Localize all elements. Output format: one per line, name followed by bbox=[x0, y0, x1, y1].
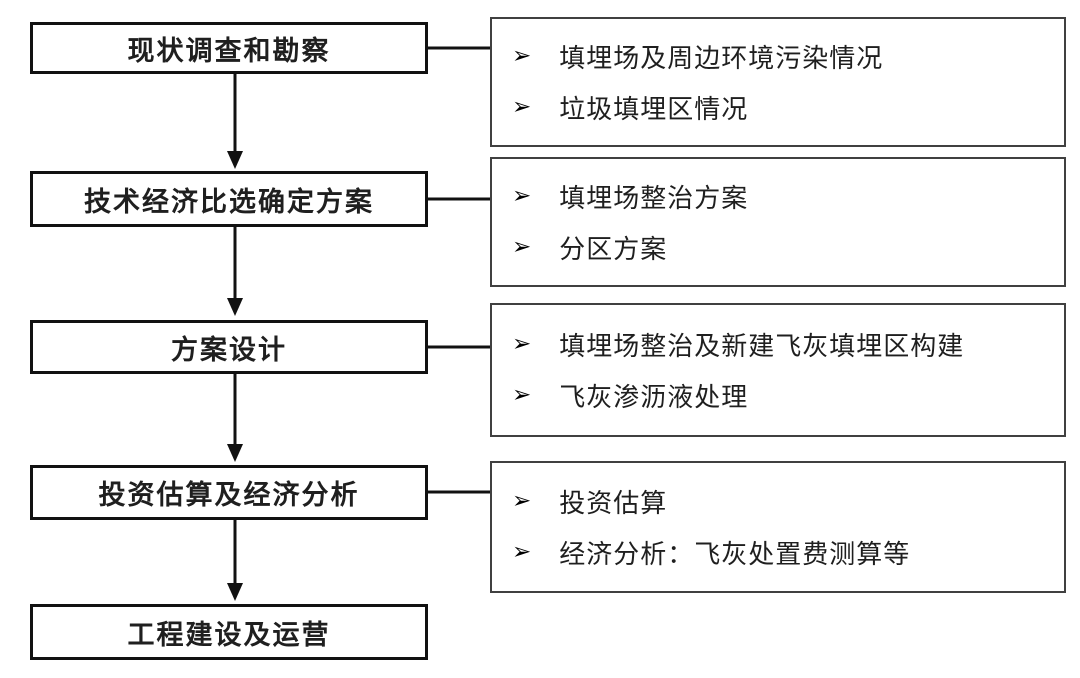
list-item: ➢ 填埋场及周边环境污染情况 bbox=[512, 38, 1054, 75]
bullet-arrow-icon: ➢ bbox=[512, 488, 532, 514]
flow-step-construction-operation: 工程建设及运营 bbox=[30, 604, 428, 660]
flow-step-survey: 现状调查和勘察 bbox=[30, 22, 428, 74]
bullet-arrow-icon: ➢ bbox=[512, 382, 532, 409]
list-item: ➢ 投资估算 bbox=[512, 483, 1054, 520]
detail-label: 填埋场整治方案 bbox=[559, 184, 749, 214]
bullet-arrow-icon: ➢ bbox=[512, 43, 532, 70]
detail-box-scheme-selection: ➢ 填埋场整治方案 ➢ 分区方案 bbox=[490, 157, 1066, 287]
list-item: ➢ 填埋场整治及新建飞灰填埋区构建 bbox=[512, 326, 1054, 363]
list-item: ➢ 垃圾填埋区情况 bbox=[512, 89, 1054, 126]
detail-label: 分区方案 bbox=[559, 234, 668, 264]
detail-label: 投资估算 bbox=[559, 489, 668, 518]
list-item: ➢ 经济分析：飞灰处置费测算等 bbox=[512, 534, 1054, 571]
flow-step-scheme-design: 方案设计 bbox=[30, 320, 428, 374]
flow-step-tech-economic-comparison: 技术经济比选确定方案 bbox=[30, 171, 428, 227]
list-item: ➢ 分区方案 bbox=[512, 229, 1054, 266]
flow-arrows bbox=[227, 74, 243, 601]
detail-label: 垃圾填埋区情况 bbox=[559, 94, 749, 124]
step-label: 方案设计 bbox=[171, 334, 287, 365]
step-label: 投资估算及经济分析 bbox=[98, 480, 360, 510]
bullet-arrow-icon: ➢ bbox=[512, 233, 532, 260]
detail-label: 经济分析：飞灰处置费测算等 bbox=[559, 540, 911, 569]
step-label: 技术经济比选确定方案 bbox=[84, 186, 374, 217]
detail-label: 飞灰渗沥液处理 bbox=[559, 383, 749, 413]
bullet-arrow-icon: ➢ bbox=[512, 183, 532, 210]
bullet-arrow-icon: ➢ bbox=[512, 330, 532, 357]
step-label: 现状调查和勘察 bbox=[127, 35, 331, 66]
detail-box-design: ➢ 填埋场整治及新建飞灰填埋区构建 ➢ 飞灰渗沥液处理 bbox=[490, 303, 1066, 437]
step-label: 工程建设及运营 bbox=[127, 619, 331, 650]
detail-label: 填埋场及周边环境污染情况 bbox=[559, 44, 884, 74]
detail-box-investment: ➢ 投资估算 ➢ 经济分析：飞灰处置费测算等 bbox=[490, 461, 1066, 593]
flow-step-investment-analysis: 投资估算及经济分析 bbox=[30, 465, 428, 520]
horizontal-connectors bbox=[428, 46, 490, 494]
list-item: ➢ 填埋场整治方案 bbox=[512, 178, 1054, 215]
bullet-arrow-icon: ➢ bbox=[512, 539, 532, 565]
detail-box-survey: ➢ 填埋场及周边环境污染情况 ➢ 垃圾填埋区情况 bbox=[490, 17, 1066, 147]
bullet-arrow-icon: ➢ bbox=[512, 93, 532, 120]
detail-label: 填埋场整治及新建飞灰填埋区构建 bbox=[559, 331, 965, 361]
list-item: ➢ 飞灰渗沥液处理 bbox=[512, 377, 1054, 414]
